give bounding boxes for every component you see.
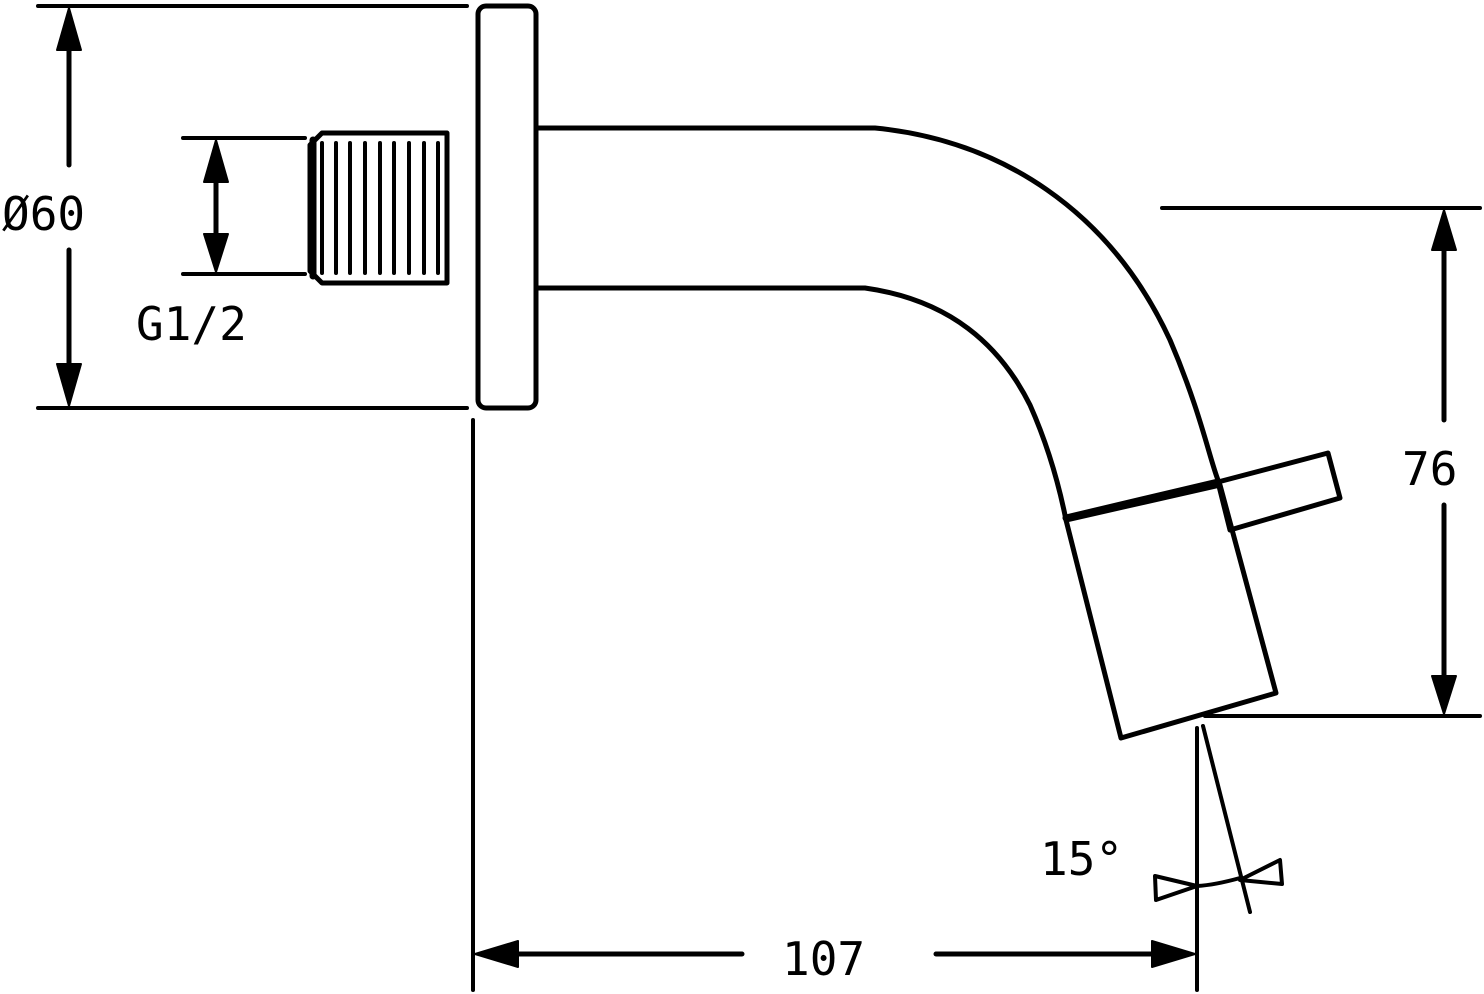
thread-lines (320, 141, 449, 275)
angle-label: 15° (1040, 832, 1123, 886)
angle-arrow-right-icon (1238, 858, 1284, 886)
diameter-dimension: Ø60 (2, 4, 469, 410)
diameter-label: Ø60 (2, 187, 85, 241)
height-label: 76 (1402, 442, 1457, 496)
thread-label: G1/2 (136, 297, 247, 351)
spout-body (533, 125, 1343, 741)
aerator-outlet (1063, 482, 1279, 741)
arrow-down-icon (203, 233, 229, 273)
projection-label: 107 (782, 932, 865, 986)
projection-dimension: 107 (471, 418, 1199, 992)
angle-arrow-left-icon (1153, 874, 1199, 902)
arrow-down-icon (1431, 675, 1457, 715)
arrow-up-icon (56, 7, 82, 51)
lever-handle (1215, 450, 1343, 533)
angle-arc (1195, 876, 1242, 888)
arrow-down-icon (56, 363, 82, 407)
arrow-up-icon (1431, 209, 1457, 251)
angle-dimension: 15° (1040, 724, 1284, 914)
spout-inner-edge (533, 285, 1069, 523)
wall-flange (475, 3, 539, 411)
arrow-right-icon (1151, 940, 1196, 968)
spout-outer-edge (533, 125, 1221, 483)
arrow-left-icon (474, 940, 519, 968)
threaded-connector (307, 130, 450, 286)
arrow-up-icon (203, 139, 229, 183)
height-dimension: 76 (1160, 206, 1482, 718)
thread-dimension: G1/2 (136, 136, 307, 351)
